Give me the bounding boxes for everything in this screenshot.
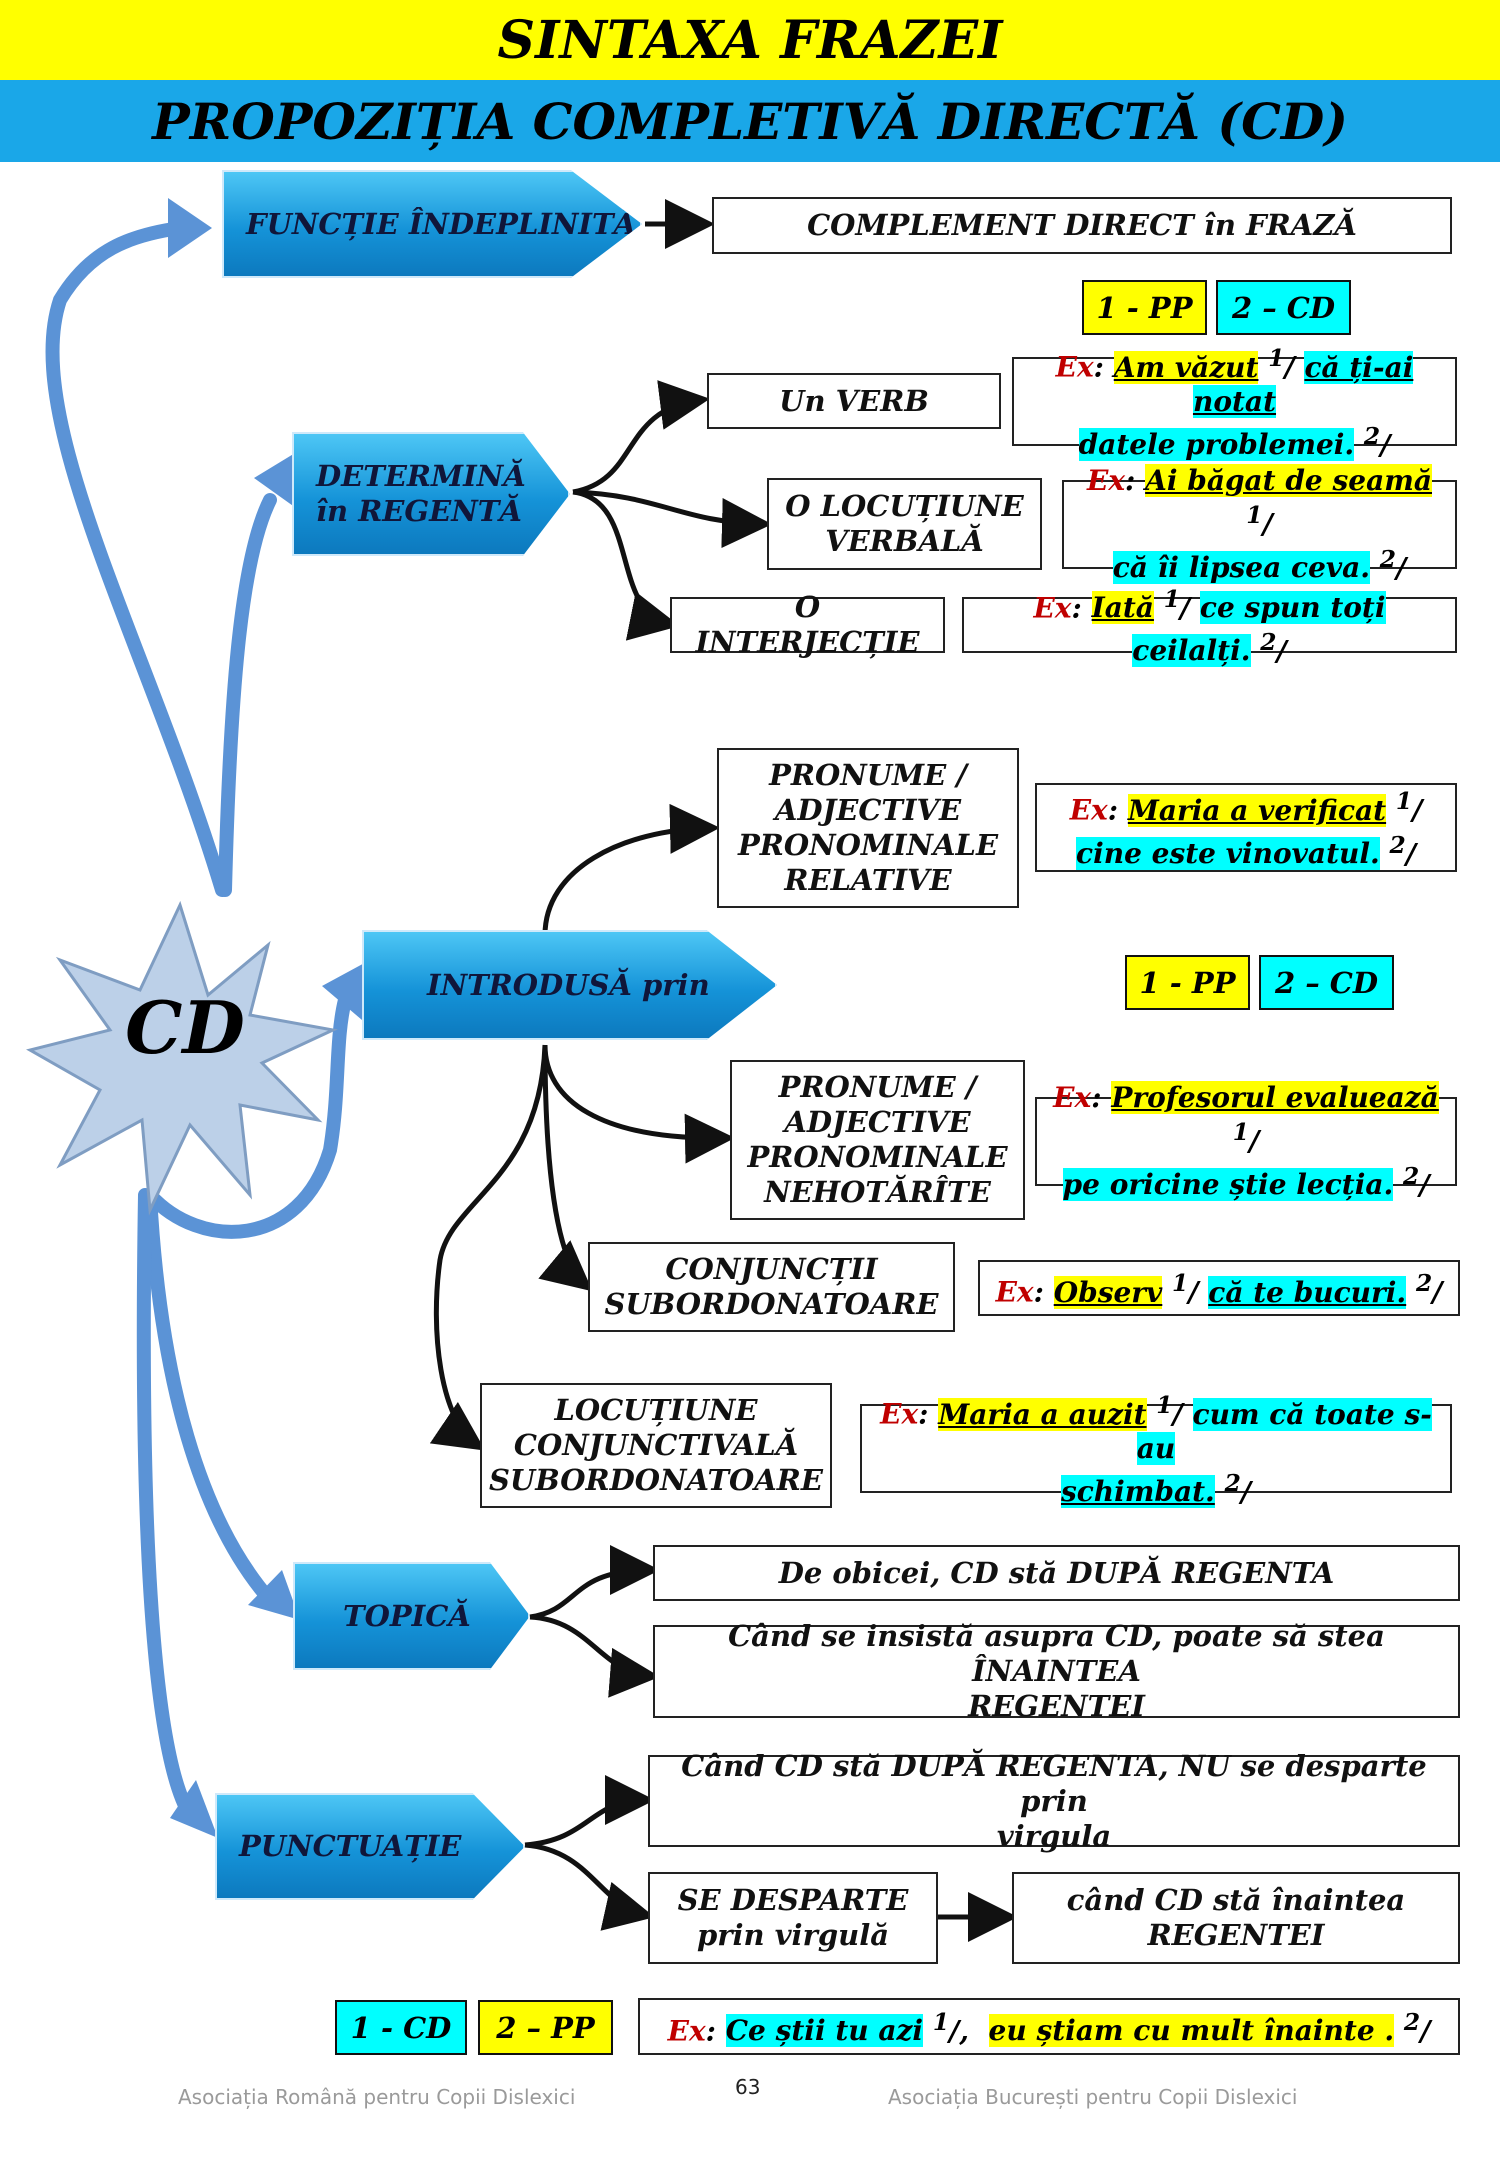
box-verb: Un VERB: [707, 373, 1001, 429]
footer-right: Asociația București pentru Copii Dislexi…: [888, 2085, 1298, 2109]
example-4: Ex: Maria a verificat 1/cine este vinova…: [1035, 783, 1457, 872]
badge-1-cd: 1 - CD: [335, 2000, 467, 2055]
line-topica-inainte: [529, 1614, 660, 1698]
blue-arrow-topica: [143, 1188, 277, 1607]
line-interjectie: [572, 489, 680, 641]
node-topica: TOPICĂ: [293, 1562, 530, 1670]
example-5: Ex: Profesorul evaluează 1/pe oricine șt…: [1035, 1081, 1457, 1201]
blue-arrow-punctuatie: [136, 1188, 197, 1822]
box-interjectie: O INTERJECȚIE: [670, 590, 945, 659]
page-title: SINTAXA FRAZEI: [0, 0, 1500, 80]
page-subtitle: PROPOZIȚIA COMPLETIVĂ DIRECTĂ (CD): [0, 80, 1500, 162]
blue-arrowhead-topica: [248, 1570, 300, 1620]
line-conjunctii: [538, 1044, 593, 1292]
example-2: Ex: Ai băgat de seamă 1/că îi lipsea cev…: [1062, 464, 1457, 584]
line-punct-se: [524, 1842, 655, 1931]
blue-arrow-functie: [45, 221, 229, 897]
box-punctuatie-nu: Când CD stă DUPĂ REGENTA, NU se desparte…: [648, 1749, 1460, 1853]
example-3: Ex: Iată 1/ ce spun toți ceilalți. 2/: [962, 585, 1457, 668]
node-functie: FUNCȚIE ÎNDEPLINITĂ: [222, 170, 642, 278]
badge-2-pp: 2 – PP: [478, 2000, 613, 2055]
badge-1-pp-2: 1 - PP: [1125, 955, 1250, 1010]
blue-arrowhead-introdusa: [322, 960, 370, 1020]
center-label: CD: [125, 985, 245, 1070]
footer-left: Asociația Română pentru Copii Dislexici: [178, 2085, 576, 2109]
example-6: Ex: Observ 1/ că te bucuri. 2/: [978, 1260, 1460, 1316]
line-nehotarite: [542, 1044, 735, 1164]
box-topica-dupa: De obicei, CD stă DUPĂ REGENTA: [653, 1545, 1460, 1601]
box-topica-inainte: Când se insistă asupra CD, poate să stea…: [653, 1619, 1460, 1723]
line-locutiune: [572, 489, 772, 549]
blue-arrowhead-determina: [254, 450, 300, 508]
line-verb: [572, 380, 710, 495]
line-relative: [542, 803, 720, 936]
badge-2-cd-2: 2 – CD: [1259, 955, 1394, 1010]
line-punct-nu: [524, 1775, 655, 1848]
line-locconj: [429, 1044, 548, 1451]
page-number: 63: [735, 2075, 761, 2099]
cd-starburst: [26, 900, 338, 1216]
badge-2-cd: 2 – CD: [1216, 280, 1351, 335]
line-topica-dupa: [529, 1545, 660, 1620]
blue-arrowhead-functie: [168, 198, 212, 258]
example-8: Ex: Ce știi tu azi 1/, eu știam cu mult …: [638, 1998, 1460, 2055]
blue-arrowhead-punctuatie: [170, 1780, 218, 1838]
badge-1-pp: 1 - PP: [1082, 280, 1207, 335]
node-introdusa: INTRODUSĂ prin: [362, 930, 777, 1040]
blue-arrow-determina: [218, 493, 277, 897]
node-punctuatie: PUNCTUAȚIE: [215, 1793, 525, 1900]
box-complement-direct: COMPLEMENT DIRECT în FRAZĂ: [712, 197, 1452, 254]
blue-arrow-introdusa: [143, 993, 352, 1239]
